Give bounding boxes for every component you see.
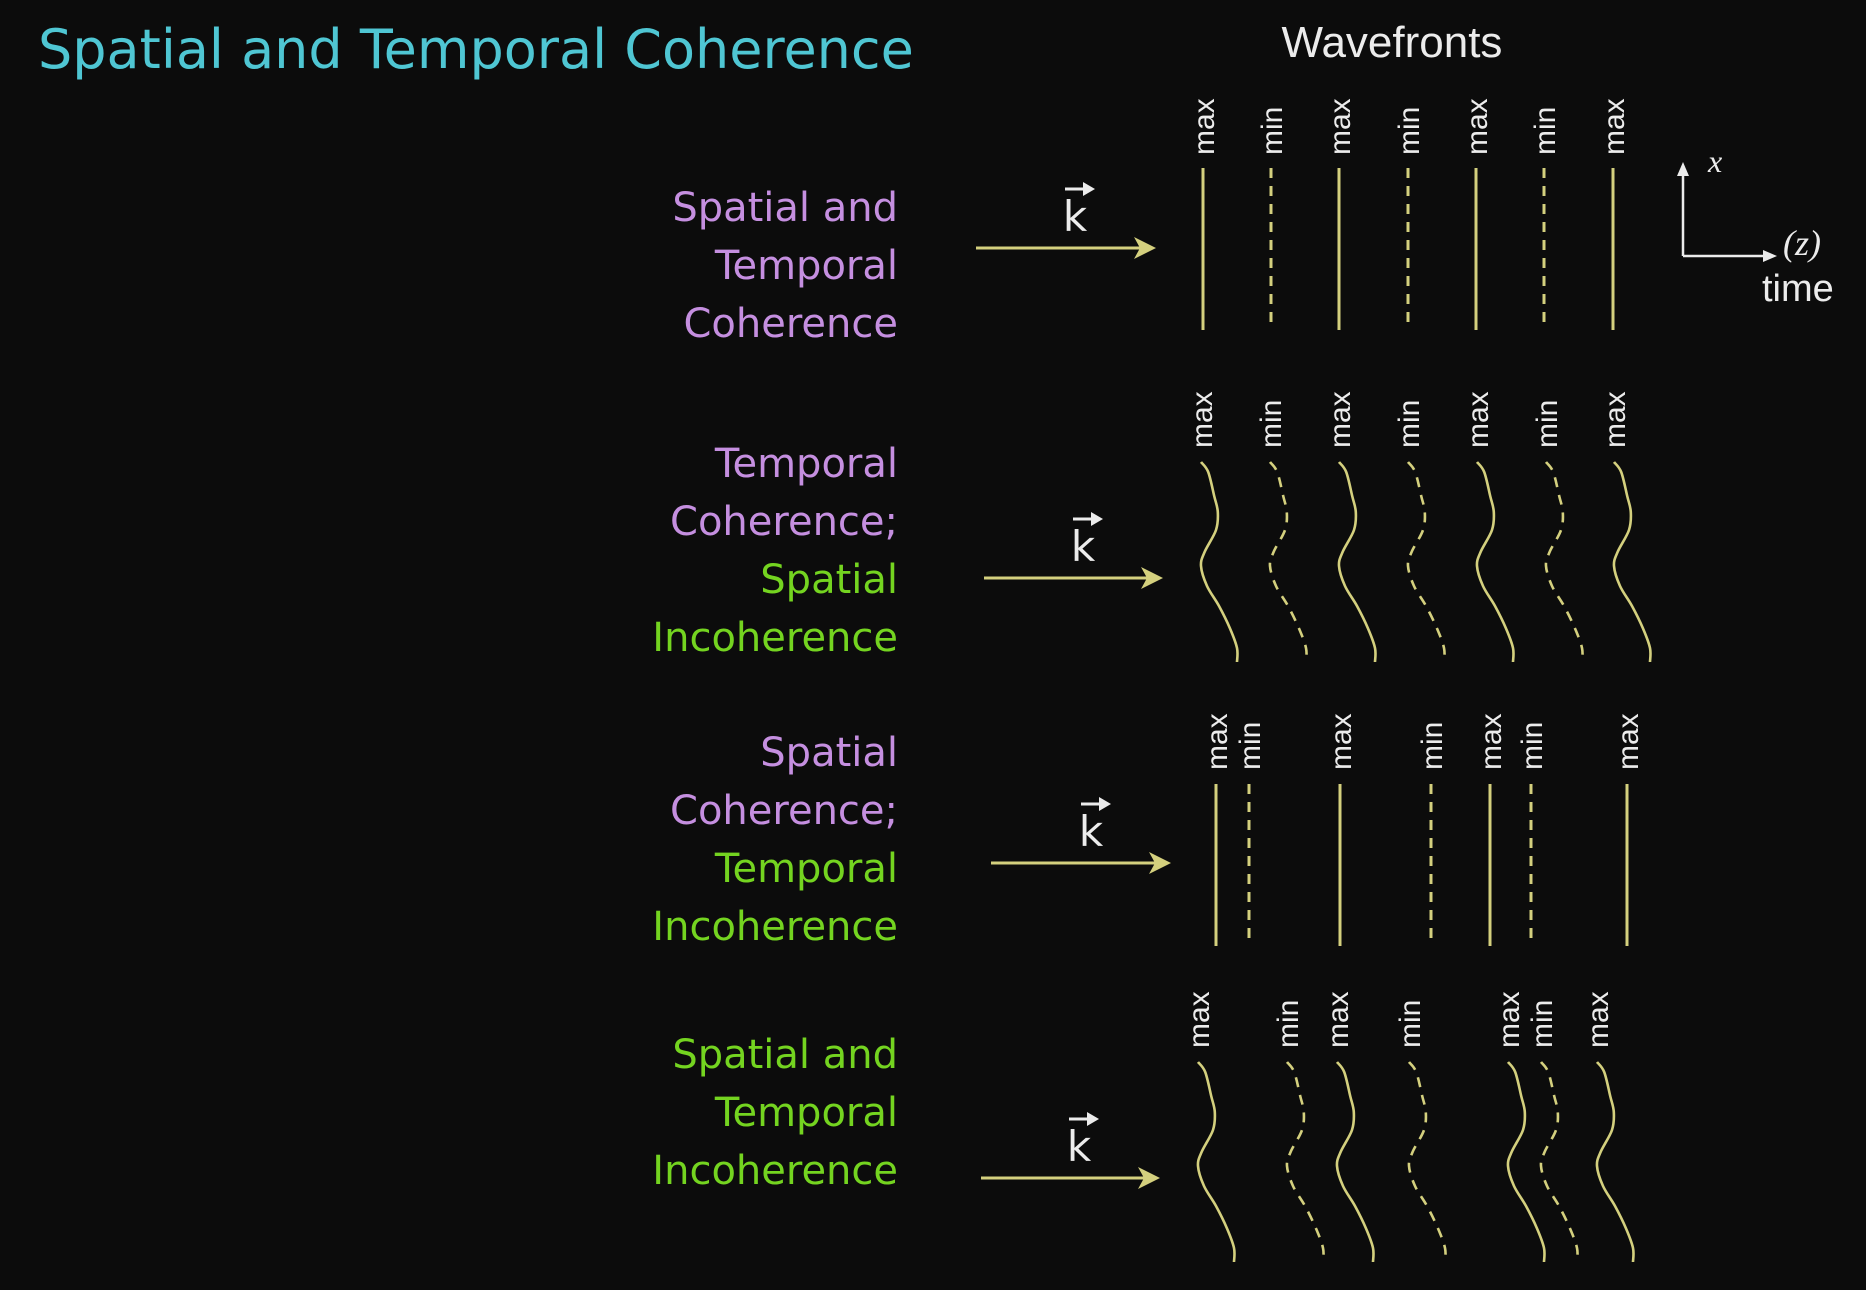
row-label-line: Incoherence <box>652 1148 898 1194</box>
k-vector-arrowhead-icon <box>1083 182 1095 196</box>
wavefront-max <box>1595 1061 1635 1263</box>
wavefront-label-max: max <box>1475 713 1508 770</box>
wavefront-label-max: max <box>1188 98 1221 155</box>
wavefront-min <box>1544 461 1584 663</box>
wavefront-label-max: max <box>1325 713 1358 770</box>
wavefront-label-max: max <box>1201 713 1234 770</box>
k-vector-arrowhead-icon <box>1091 512 1103 526</box>
wavefront-min <box>1268 461 1308 663</box>
wavefront-max <box>1196 1061 1236 1263</box>
wavefront-label-max: max <box>1599 391 1632 448</box>
k-vector-arrowhead-icon <box>1099 797 1111 811</box>
wavefront-min <box>1406 461 1446 663</box>
wavefront-min <box>1407 1061 1447 1263</box>
axis-x-arrowhead-icon <box>1677 162 1689 176</box>
wave-vector-k-label: k <box>1071 522 1096 571</box>
wave-vector-k-label: k <box>1063 192 1088 241</box>
row-label-line: Spatial and <box>672 185 898 231</box>
wave-vector-arrowhead <box>1149 852 1171 874</box>
wavefront-label-max: max <box>1322 991 1355 1048</box>
k-vector-arrowhead-icon <box>1087 1112 1099 1126</box>
wavefront-label-max: max <box>1324 391 1357 448</box>
wavefront-label-min: min <box>1531 400 1564 448</box>
wave-vector-k-label: k <box>1079 807 1104 856</box>
wavefront-label-max: max <box>1461 98 1494 155</box>
wavefront-label-max: max <box>1598 98 1631 155</box>
wavefront-max <box>1335 1061 1375 1263</box>
row-label-temporal-coherence-spatial-incoherence: Temporal Coherence; Spatial Incoherence <box>652 435 898 667</box>
row-label-line: Spatial <box>760 730 898 776</box>
row-label-line: Incoherence <box>652 615 898 661</box>
wave-vector-arrowhead <box>1141 567 1163 589</box>
wavefront-label-min: min <box>1529 107 1562 155</box>
wavefront-max <box>1475 461 1515 663</box>
wavefront-min <box>1539 1061 1579 1263</box>
wave-vector-k-label: k <box>1067 1122 1092 1171</box>
axis-z-arrowhead-icon <box>1763 250 1777 262</box>
wavefront-label-min: min <box>1393 107 1426 155</box>
row-label-line: Coherence; <box>670 499 898 545</box>
wavefront-label-max: max <box>1462 391 1495 448</box>
wavefront-max <box>1337 461 1377 663</box>
row-label-line: Spatial <box>760 557 898 603</box>
wavefront-label-max: max <box>1582 991 1615 1048</box>
wavefront-max <box>1612 461 1652 663</box>
wavefront-label-max: max <box>1186 391 1219 448</box>
row-label-line: Temporal <box>714 441 898 487</box>
wave-vector-arrowhead <box>1138 1167 1160 1189</box>
wavefronts-heading: Wavefronts <box>1281 18 1503 67</box>
wavefront-label-max: max <box>1493 991 1526 1048</box>
row-label-spatial-temporal-incoherence: Spatial and Temporal Incoherence <box>652 1026 898 1200</box>
wavefront-label-min: min <box>1526 1000 1559 1048</box>
wavefront-label-max: max <box>1324 98 1357 155</box>
wavefront-max <box>1199 461 1239 663</box>
wavefront-label-min: min <box>1234 722 1267 770</box>
row-label-line: Incoherence <box>652 904 898 950</box>
wavefront-label-min: min <box>1416 722 1449 770</box>
slide-title: Spatial and Temporal Coherence <box>38 18 914 81</box>
wavefront-label-max: max <box>1612 713 1645 770</box>
row-label-line: Spatial and <box>672 1032 898 1078</box>
row-label-line: Temporal <box>714 846 898 892</box>
wavefront-min <box>1285 1061 1325 1263</box>
row-label-line: Coherence; <box>670 788 898 834</box>
wavefront-label-min: min <box>1393 400 1426 448</box>
wavefront-label-min: min <box>1255 400 1288 448</box>
row-label-line: Temporal <box>714 1090 898 1136</box>
wavefront-label-min: min <box>1516 722 1549 770</box>
axis-time-label: time <box>1762 268 1834 310</box>
row-label-spatial-coherence-temporal-incoherence: Spatial Coherence; Temporal Incoherence <box>652 724 898 956</box>
wavefront-label-min: min <box>1256 107 1289 155</box>
row-label-line: Coherence <box>683 301 899 347</box>
row-label-line: Temporal <box>714 243 898 289</box>
wavefront-max <box>1506 1061 1546 1263</box>
axis-x-label: x <box>1707 143 1722 179</box>
wave-vector-arrowhead <box>1134 237 1156 259</box>
row-label-spatial-temporal-coherence: Spatial and Temporal Coherence <box>672 179 898 353</box>
axis-z-label: (z) <box>1783 223 1821 263</box>
wavefront-label-max: max <box>1183 991 1216 1048</box>
wavefront-label-min: min <box>1272 1000 1305 1048</box>
wavefront-label-min: min <box>1394 1000 1427 1048</box>
